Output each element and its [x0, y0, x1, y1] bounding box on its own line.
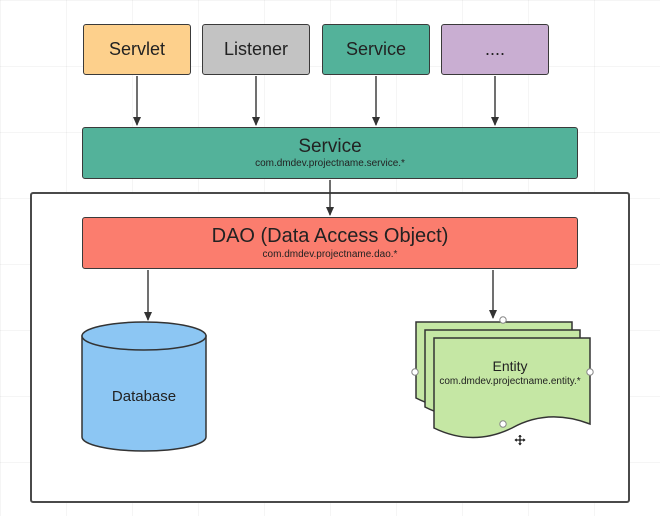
listener-label: Listener — [223, 39, 289, 59]
dao-layer-package: com.dmdev.projectname.dao.* — [262, 249, 398, 260]
service-top-label: Service — [345, 39, 407, 59]
entity-document-stack — [415, 321, 591, 439]
dao-layer-box: DAO (Data Access Object) com.dmdev.proje… — [82, 217, 578, 269]
database-label: Database — [111, 388, 177, 405]
database-cylinder — [81, 321, 207, 452]
entity-title: Entity — [492, 358, 528, 374]
servlet-label: Servlet — [108, 39, 166, 59]
entity-text: Entity com.dmdev.projectname.entity.* — [434, 358, 586, 388]
selection-handles[interactable] — [411, 316, 594, 428]
service-layer-title: Service — [298, 135, 362, 157]
more-label: .... — [484, 39, 505, 59]
service-layer-package: com.dmdev.projectname.service.* — [255, 157, 405, 169]
service-layer-box: Service com.dmdev.projectname.service.* — [82, 127, 578, 179]
more-box: .... — [441, 24, 549, 75]
listener-box: Listener — [202, 24, 310, 75]
servlet-box: Servlet — [83, 24, 191, 75]
service-top-box: Service — [322, 24, 430, 75]
entity-package: com.dmdev.projectname.entity.* — [439, 376, 581, 387]
dao-layer-title: DAO (Data Access Object) — [211, 225, 449, 247]
move-cursor-icon — [513, 433, 527, 447]
